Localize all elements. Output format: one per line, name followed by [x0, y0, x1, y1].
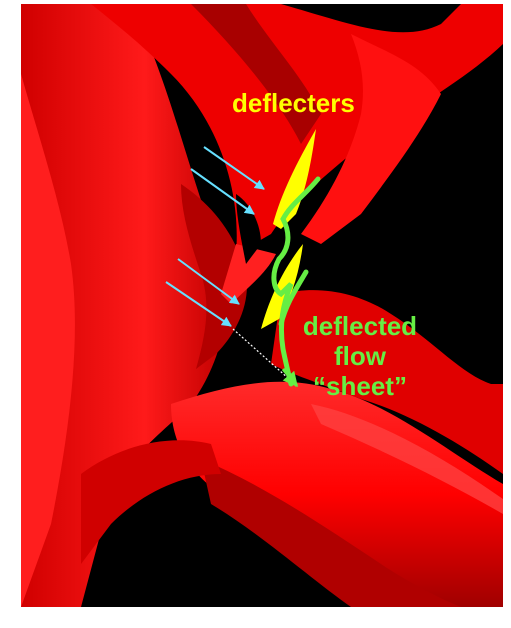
label-flow-line-3: “sheet” [280, 371, 440, 401]
label-flow-line-1: deflected [280, 311, 440, 341]
label-flow-line-2: flow [280, 341, 440, 371]
label-deflecters: deflecters [232, 88, 355, 118]
label-deflected-flow: deflected flow “sheet” [280, 311, 440, 401]
